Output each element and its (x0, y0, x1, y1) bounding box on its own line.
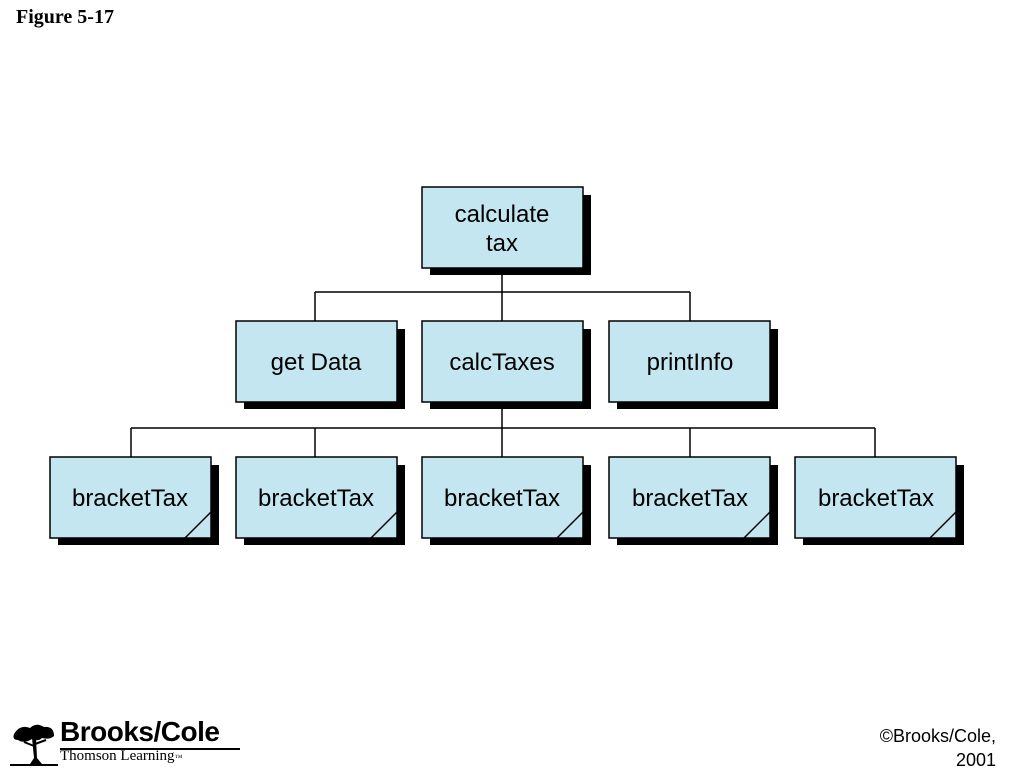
module-brackettax-label: bracketTax (818, 485, 934, 512)
module-printinfo-label: printInfo (647, 349, 734, 376)
module-brackettax-5: bracketTax (794, 456, 964, 545)
folded-corner-icon (743, 511, 771, 539)
module-calculate-tax: calculate tax (421, 186, 591, 275)
folded-corner-icon (929, 511, 957, 539)
figure-title: Figure 5-17 (16, 6, 114, 28)
connectors-calctaxes (130, 402, 876, 457)
module-printinfo: printInfo (608, 320, 778, 409)
copyright-notice: ©Brooks/Cole, 2001 (796, 724, 996, 772)
module-brackettax-4: bracketTax (608, 456, 778, 545)
module-calculate-tax-line-1: calculate (455, 201, 550, 228)
module-brackettax-label: bracketTax (72, 485, 188, 512)
folded-corner-icon (370, 511, 398, 539)
module-calculate-tax-line-2: tax (486, 230, 518, 257)
logo-sub-text: Thomson Learning (60, 748, 175, 764)
module-brackettax-label: bracketTax (444, 485, 560, 512)
brooks-cole-logo: Brooks/Cole Thomson Learning™ (10, 716, 250, 766)
module-brackettax-2: bracketTax (235, 456, 405, 545)
module-get-data-label: get Data (271, 349, 362, 376)
logo-rule (60, 748, 240, 750)
copyright-line-2: 2001 (955, 750, 996, 770)
copyright-line-1: ©Brooks/Cole, (879, 726, 996, 746)
tree-logo-icon (10, 718, 58, 766)
module-brackettax-1: bracketTax (49, 456, 219, 545)
folded-corner-icon (184, 511, 212, 539)
module-brackettax-label: bracketTax (632, 485, 748, 512)
module-get-data: get Data (235, 320, 405, 409)
folded-corner-icon (556, 511, 584, 539)
module-calctaxes: calcTaxes (421, 320, 591, 409)
logo-trademark: ™ (174, 753, 183, 762)
module-calctaxes-label: calcTaxes (449, 349, 554, 376)
logo-subtitle: Thomson Learning™ (60, 748, 182, 765)
logo-brand-name: Brooks/Cole (60, 716, 220, 747)
connectors-root (314, 268, 691, 321)
module-brackettax-3: bracketTax (421, 456, 591, 545)
module-brackettax-label: bracketTax (258, 485, 374, 512)
